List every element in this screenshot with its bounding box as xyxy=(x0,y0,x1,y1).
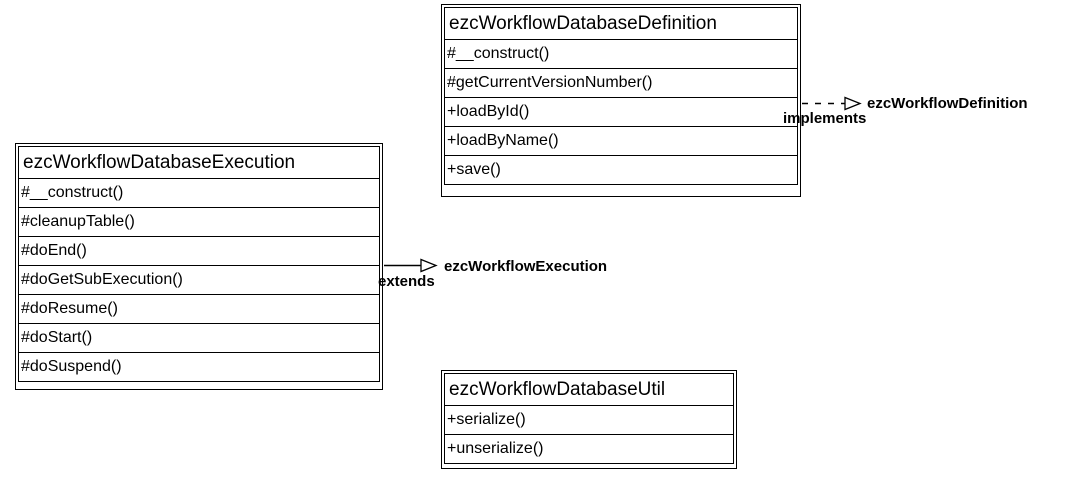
class-member: #__construct() xyxy=(18,179,380,208)
class-box-ezcworkflowdatabaseutil[interactable]: ezcWorkflowDatabaseUtil +serialize() +un… xyxy=(441,370,737,469)
class-title: ezcWorkflowDatabaseUtil xyxy=(444,373,734,406)
class-member: +unserialize() xyxy=(444,435,734,464)
class-box-ezcworkflowdatabaseexecution[interactable]: ezcWorkflowDatabaseExecution #__construc… xyxy=(15,143,383,390)
class-member: #doGetSubExecution() xyxy=(18,266,380,295)
class-member: +serialize() xyxy=(444,406,734,435)
class-title: ezcWorkflowDatabaseDefinition xyxy=(444,7,798,40)
hollow-triangle-arrowhead-icon xyxy=(420,258,438,273)
hollow-triangle-arrowhead-icon xyxy=(844,96,862,111)
class-member: #doResume() xyxy=(18,295,380,324)
class-member: #cleanupTable() xyxy=(18,208,380,237)
class-member: #getCurrentVersionNumber() xyxy=(444,69,798,98)
class-member: #doSuspend() xyxy=(18,353,380,382)
edge-target-ezcworkflowexecution: ezcWorkflowExecution xyxy=(444,258,608,275)
class-title: ezcWorkflowDatabaseExecution xyxy=(18,146,380,179)
class-member: +save() xyxy=(444,156,798,185)
class-box-ezcworkflowdatabasedefinition[interactable]: ezcWorkflowDatabaseDefinition #__constru… xyxy=(441,4,801,197)
class-member: +loadByName() xyxy=(444,127,798,156)
class-member: #__construct() xyxy=(444,40,798,69)
edge-label-extends: extends xyxy=(378,273,435,290)
edge-target-ezcworkflowdefinition: ezcWorkflowDefinition xyxy=(867,95,1028,112)
class-member: +loadById() xyxy=(444,98,798,127)
edge-label-implements: implements xyxy=(783,110,867,127)
class-member: #doStart() xyxy=(18,324,380,353)
class-member: #doEnd() xyxy=(18,237,380,266)
